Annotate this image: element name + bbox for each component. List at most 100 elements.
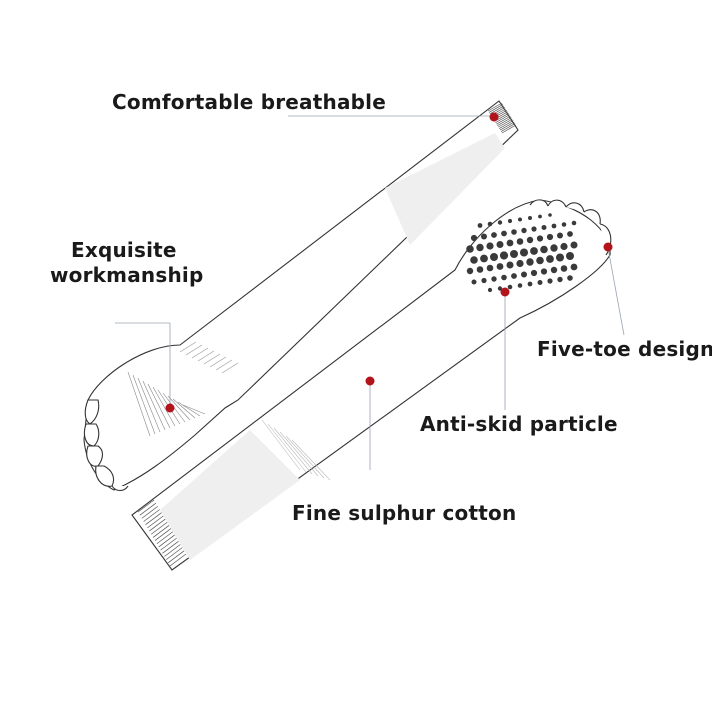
particle-dot — [501, 274, 507, 281]
rib-line — [498, 118, 513, 128]
ankle-lines-left — [179, 341, 239, 374]
ankle-line — [209, 356, 227, 368]
particle-dot — [499, 251, 509, 260]
particle-dot — [530, 269, 538, 277]
particle-dot — [477, 223, 483, 228]
particle-dot — [501, 230, 507, 237]
particle-dot — [507, 284, 513, 290]
leader-five-toe — [607, 247, 625, 336]
particle-dot — [560, 265, 568, 272]
particle-dot — [556, 253, 564, 262]
particle-dot — [567, 275, 573, 281]
particle-dot — [571, 220, 577, 226]
particle-dot — [506, 261, 514, 269]
rib-line — [132, 374, 156, 435]
leg-line — [267, 423, 307, 473]
callout-breathable: Comfortable breathable — [112, 90, 386, 114]
callout-five-toe: Five-toe design — [537, 337, 712, 361]
particle-dot — [526, 258, 534, 266]
rib-line — [500, 123, 516, 132]
particle-dot — [546, 255, 554, 263]
marker-five-toe — [603, 242, 613, 252]
particle-dot — [560, 242, 568, 251]
rib-line — [154, 528, 172, 541]
particle-dot — [496, 241, 504, 248]
particle-dot — [567, 231, 573, 237]
particle-dot — [521, 227, 527, 234]
callout-workmanship-line1: Exquisite — [71, 238, 177, 262]
particle-dot — [526, 236, 534, 244]
rib-line — [127, 371, 151, 437]
particle-dot — [531, 226, 537, 232]
marker-breathable — [489, 112, 499, 122]
ankle-line — [179, 341, 197, 353]
particle-dot — [550, 266, 558, 274]
sock-left-panel — [385, 133, 505, 245]
rib-line — [141, 506, 158, 519]
rib-line — [137, 499, 155, 513]
particle-dot — [496, 263, 504, 270]
particle-dot — [550, 244, 558, 252]
particle-dot — [561, 222, 567, 227]
rib-line — [499, 120, 514, 129]
rib-line — [152, 386, 176, 427]
rib-line — [497, 117, 512, 126]
particle-dot — [546, 233, 554, 241]
particle-dot — [527, 281, 533, 287]
rib-line — [495, 114, 510, 124]
callout-cotton: Fine sulphur cotton — [292, 501, 517, 525]
rib-line — [489, 105, 505, 115]
particle-dot — [566, 252, 574, 260]
ankle-line — [197, 350, 215, 362]
particle-dot — [481, 277, 487, 284]
particle-dot — [516, 238, 524, 245]
rib-line — [496, 115, 511, 125]
particle-dot — [476, 243, 484, 252]
rib-line — [156, 531, 174, 545]
particle-dot — [466, 245, 474, 253]
rib-line — [150, 521, 168, 535]
particle-dot — [540, 245, 548, 254]
particle-dot — [538, 214, 542, 219]
particle-dot — [528, 216, 532, 220]
leg-line — [279, 431, 319, 477]
particle-dot — [506, 239, 514, 247]
particle-dot — [548, 213, 552, 217]
particle-dot — [517, 283, 523, 288]
rib-line — [169, 553, 187, 567]
rib-line — [499, 121, 515, 131]
ankle-line — [215, 359, 233, 371]
anti-skid-particles — [466, 213, 578, 293]
marker-anti-skid — [500, 287, 510, 297]
toes-left — [83, 399, 129, 492]
sock-left — [83, 100, 519, 492]
particle-dot — [530, 247, 538, 255]
callout-anti-skid: Anti-skid particle — [420, 412, 618, 436]
rib-line — [177, 401, 201, 417]
particle-dot — [486, 264, 494, 272]
particle-dot — [487, 221, 493, 227]
particle-dot — [486, 242, 494, 250]
cuff-ribbing-right — [137, 499, 187, 567]
particle-dot — [510, 250, 518, 258]
rib-line — [182, 404, 206, 415]
rib-line — [147, 383, 171, 429]
rib-line — [488, 104, 504, 113]
rib-line — [152, 525, 170, 538]
particle-dot — [547, 278, 553, 284]
particle-dot — [490, 253, 498, 261]
sock-right-panel — [160, 430, 300, 560]
particle-dot — [480, 254, 488, 263]
callout-workmanship-line2: workmanship — [50, 263, 204, 287]
particle-dot — [491, 276, 497, 282]
particle-dot — [507, 218, 513, 224]
particle-dot — [471, 279, 477, 285]
particle-dot — [557, 276, 563, 283]
particle-dot — [520, 248, 528, 257]
particle-dot — [470, 256, 478, 264]
leg-lines-right — [261, 419, 331, 481]
rib-line — [145, 512, 162, 525]
particle-dot — [481, 233, 487, 240]
leg-line — [291, 439, 331, 481]
particle-dot — [570, 263, 578, 271]
